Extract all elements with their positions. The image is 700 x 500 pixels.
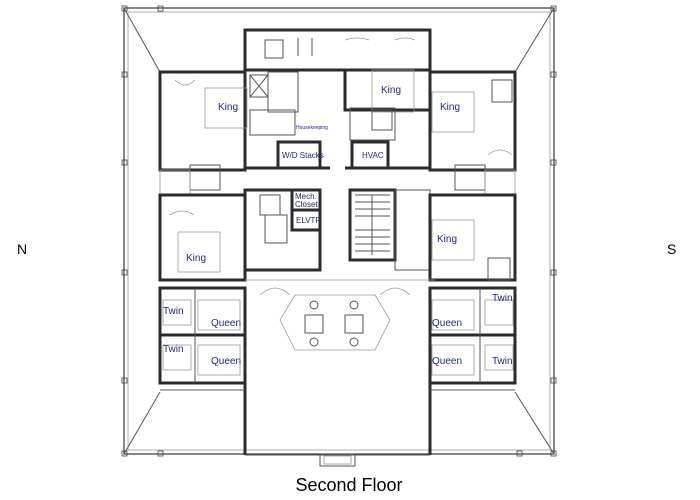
label-queen-e-lower: Queen xyxy=(432,356,462,367)
lower-wing xyxy=(160,290,515,467)
label-king-ne: King xyxy=(440,102,460,113)
label-mech-closet-line1: Mech. xyxy=(295,192,317,201)
sw-king-room xyxy=(158,193,247,282)
label-twin-e-upper: Twin xyxy=(492,293,513,304)
label-twin-e-lower: Twin xyxy=(492,356,513,367)
label-queen-w-lower: Queen xyxy=(211,356,241,367)
upper-central-block xyxy=(243,28,432,170)
room-labels: King King King King King Twin Twin Queen… xyxy=(163,85,513,367)
label-mech-closet-line2: Closet xyxy=(295,200,318,209)
service-strip xyxy=(245,140,430,170)
label-queen-e-upper: Queen xyxy=(432,318,462,329)
side-bumpouts xyxy=(159,164,516,196)
label-hvac: HVAC xyxy=(362,151,384,160)
floor-title: Second Floor xyxy=(295,475,402,495)
west-twin-queen-rooms xyxy=(158,286,247,385)
label-wd-stacks: W/D Stacks xyxy=(282,151,324,160)
compass-north: N xyxy=(17,241,27,257)
nw-king-room xyxy=(158,70,299,172)
label-elevator: ELVTR xyxy=(296,216,321,225)
se-king-room xyxy=(428,193,517,282)
label-queen-w-upper: Queen xyxy=(211,318,241,329)
ne-king-room xyxy=(428,70,517,172)
label-king-north-center: King xyxy=(381,85,401,96)
central-lounge xyxy=(245,279,435,351)
middle-core xyxy=(243,188,431,272)
compass-south: S xyxy=(667,241,676,257)
label-king-nw: King xyxy=(218,102,238,113)
label-king-sw: King xyxy=(186,253,206,264)
label-twin-w-upper: Twin xyxy=(163,306,184,317)
label-king-se: King xyxy=(437,234,457,245)
north-center-king-room xyxy=(343,68,432,141)
label-twin-w-lower: Twin xyxy=(163,344,184,355)
label-housekeeping: Housekeeping xyxy=(296,125,328,131)
